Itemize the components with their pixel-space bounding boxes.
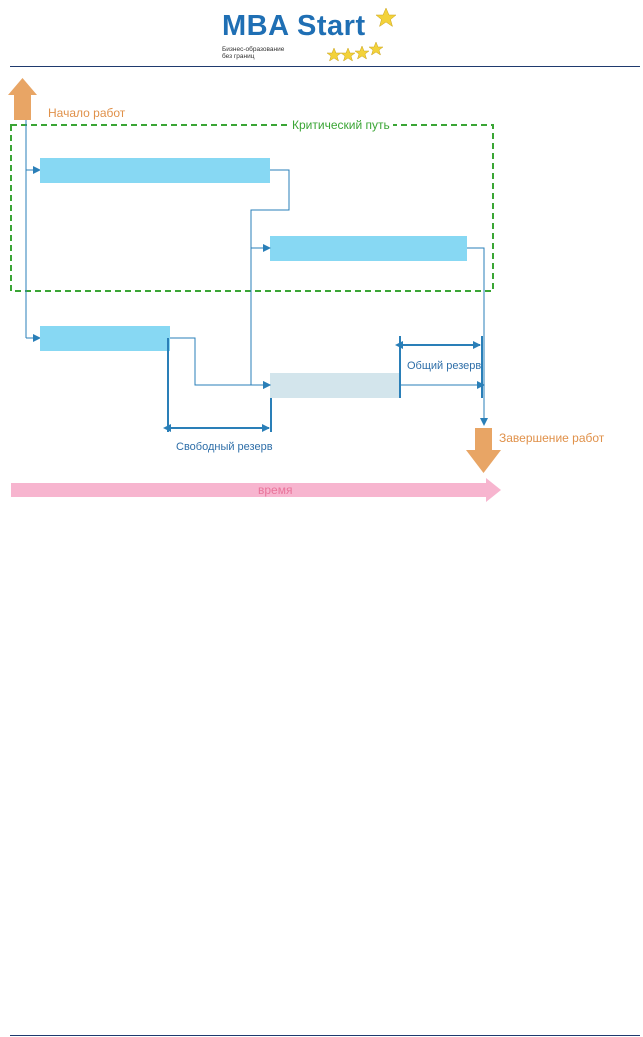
task-bar-2 bbox=[270, 236, 467, 261]
logo-tagline-line1: Бизнес-образование bbox=[222, 46, 285, 53]
footer-divider bbox=[10, 1035, 640, 1036]
mba-start-logo: MBA Start Бизнес-образование без границ bbox=[220, 6, 400, 64]
task-bar-3 bbox=[40, 326, 170, 351]
time-arrow bbox=[11, 478, 501, 502]
logo-text: MBA Start bbox=[222, 10, 366, 42]
start-label: Начало работ bbox=[48, 106, 126, 120]
finish-label: Завершение работ bbox=[499, 431, 605, 445]
critical-path-boundary bbox=[10, 124, 494, 292]
connector-task1-out bbox=[250, 169, 290, 252]
critical-path-diagram: Начало работ Критический путь Общий резе… bbox=[0, 70, 643, 510]
finish-milestone-arrow bbox=[466, 428, 501, 473]
logo-stars-icon bbox=[326, 7, 397, 62]
task-bar-4 bbox=[270, 373, 400, 398]
diagram-canvas bbox=[8, 78, 501, 502]
start-milestone-arrow bbox=[8, 78, 37, 120]
logo-tagline-line2: без границ bbox=[222, 53, 255, 60]
critical-path-label: Критический путь bbox=[289, 118, 393, 132]
free-float-bracket bbox=[163, 338, 272, 432]
total-float-label: Общий резерв bbox=[407, 360, 482, 372]
time-label: время bbox=[258, 483, 293, 497]
total-float-bracket bbox=[395, 336, 483, 398]
page-header: MBA Start Бизнес-образование без границ bbox=[0, 0, 643, 70]
free-float-label: Свободный резерв bbox=[176, 441, 273, 453]
connector-task2-to-finish bbox=[467, 247, 488, 426]
header-divider bbox=[10, 66, 640, 67]
connector-task3-to-task4 bbox=[170, 337, 271, 389]
task-bar-1 bbox=[40, 158, 270, 183]
